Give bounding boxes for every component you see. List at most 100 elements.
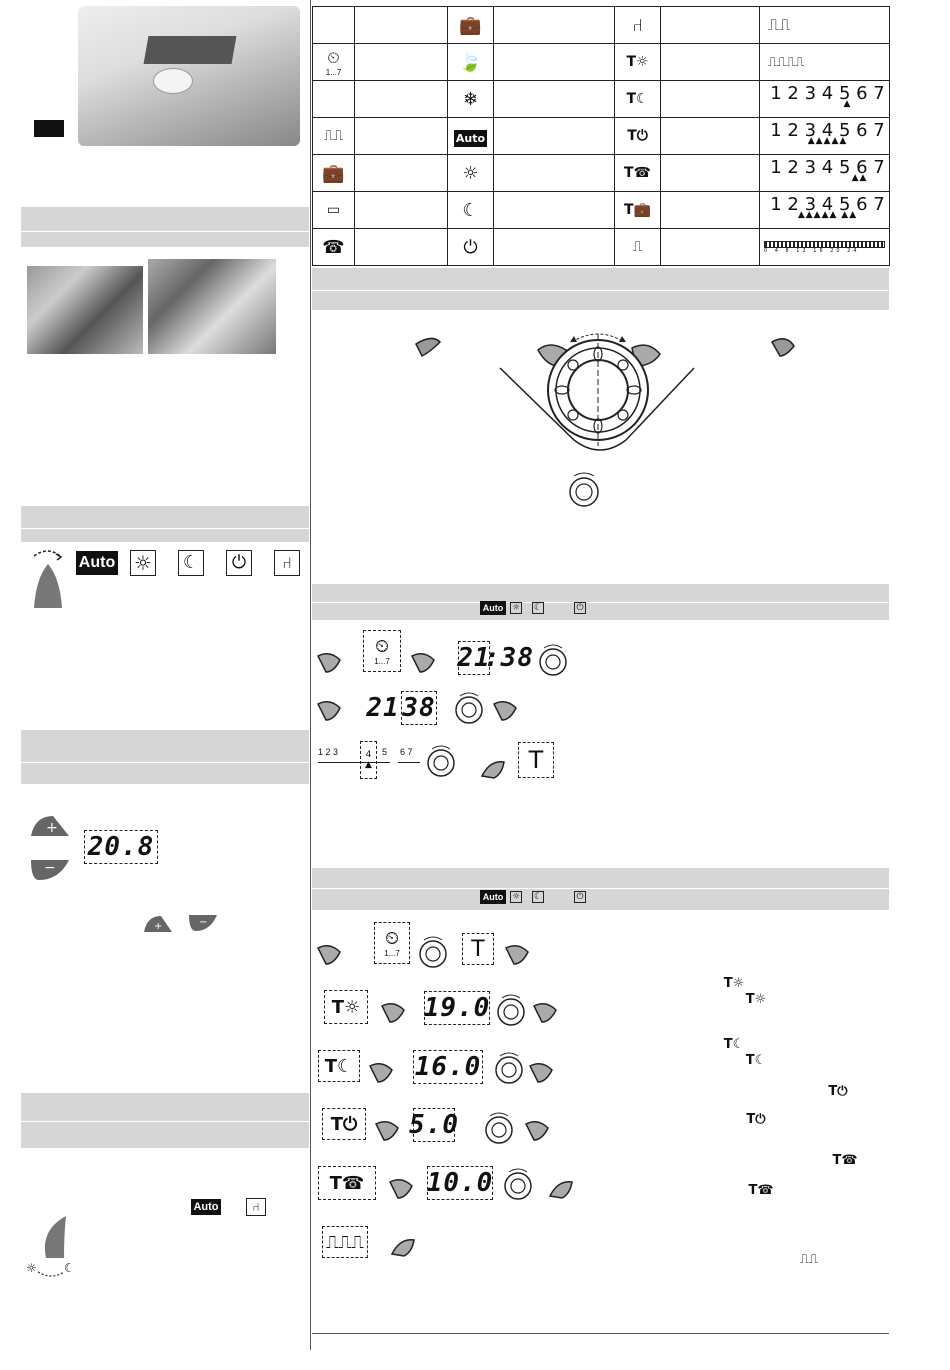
button-icon[interactable] bbox=[316, 652, 342, 674]
sun-icon: ☼ bbox=[510, 891, 522, 903]
button-icon[interactable] bbox=[390, 1236, 416, 1258]
rotary-dial-icon[interactable] bbox=[418, 934, 448, 968]
rotary-dial-icon[interactable] bbox=[454, 690, 484, 724]
auto-mode-icon: Auto bbox=[76, 551, 118, 575]
rotary-dial-icon[interactable] bbox=[426, 743, 456, 777]
table-cell bbox=[660, 117, 760, 155]
svg-text:☾: ☾ bbox=[64, 1261, 75, 1275]
button-icon[interactable] bbox=[480, 758, 506, 780]
t-moon-icon: T☾ bbox=[614, 80, 661, 118]
svg-text:−: − bbox=[44, 860, 56, 876]
standby-icon: ⏻ bbox=[226, 550, 252, 576]
table-cell bbox=[660, 191, 760, 229]
rotary-dial-icon[interactable] bbox=[484, 1110, 514, 1144]
rotary-dial-icon[interactable] bbox=[494, 1050, 524, 1084]
phone-temperature-display: 10.0 bbox=[426, 1166, 494, 1200]
snowflake-icon: ❄ bbox=[447, 80, 494, 118]
phone-icon: ☎ bbox=[312, 228, 355, 266]
standby-icon: ⏻ bbox=[574, 602, 586, 614]
hours-display: 21 bbox=[366, 693, 400, 723]
left-section-band-3 bbox=[21, 730, 309, 784]
table-cell bbox=[354, 117, 448, 155]
auto-icon: Auto bbox=[480, 601, 506, 615]
weekday-weekend-line bbox=[398, 762, 420, 763]
table-cell bbox=[660, 228, 760, 266]
table-cell bbox=[493, 228, 615, 266]
t-moon-icon: T☾ bbox=[723, 1036, 745, 1052]
button-icon[interactable] bbox=[316, 700, 342, 722]
minus-button-icon[interactable]: − bbox=[29, 858, 71, 882]
svg-text:☼: ☼ bbox=[26, 1261, 37, 1275]
small-plus-button-icon[interactable]: + bbox=[143, 915, 173, 933]
svg-text:+: + bbox=[154, 921, 162, 932]
svg-text:−: − bbox=[199, 917, 207, 928]
days-five-bar: 1 2 3 4 5 6 7▲▲▲▲▲ bbox=[759, 117, 890, 155]
t-phone-icon: T☎ bbox=[748, 1182, 774, 1198]
recliner-icon: ⑁ bbox=[614, 6, 661, 44]
button-icon[interactable] bbox=[368, 1062, 394, 1084]
table-cell bbox=[493, 43, 615, 81]
table-cell bbox=[660, 154, 760, 192]
t-moon-icon: T☾ bbox=[745, 1052, 767, 1068]
dial-diagram bbox=[415, 333, 795, 507]
t-phone-display: T☎ bbox=[318, 1166, 376, 1200]
svg-text:+: + bbox=[46, 820, 58, 836]
small-minus-button-icon[interactable]: − bbox=[188, 914, 218, 932]
rotary-dial-icon[interactable] bbox=[503, 1166, 533, 1200]
table-cell bbox=[354, 191, 448, 229]
rotary-dial-icon[interactable] bbox=[496, 992, 526, 1026]
days-weekend-bar: 1 2 3 4 5 6 7▲▲ bbox=[759, 154, 890, 192]
table-cell bbox=[354, 154, 448, 192]
clock-17-icon: ⏲1...7 bbox=[312, 43, 355, 81]
t-sun-display: T☼ bbox=[324, 990, 368, 1024]
standby-temperature-display: 5.0 bbox=[409, 1108, 459, 1142]
button-icon[interactable] bbox=[504, 944, 530, 966]
t-phone-icon: T☎ bbox=[832, 1152, 858, 1168]
t-phone-icon: T☎ bbox=[614, 154, 661, 192]
table-cell bbox=[493, 80, 615, 118]
hours-display-boxed: 21 bbox=[457, 641, 491, 675]
left-section-band-4 bbox=[21, 1093, 309, 1148]
table-cell bbox=[312, 6, 355, 44]
battery-icon: ▭ bbox=[312, 191, 355, 229]
left-button-icon bbox=[415, 337, 442, 358]
weekday-bar: 1 2 3 bbox=[318, 747, 339, 757]
button-icon[interactable] bbox=[410, 652, 436, 674]
mode-button-icon[interactable] bbox=[30, 548, 66, 612]
device-display bbox=[143, 36, 237, 64]
briefcase-icon: 💼 bbox=[447, 6, 494, 44]
table-cell bbox=[493, 6, 615, 44]
t-sun-icon: T☼ bbox=[614, 43, 661, 81]
dial-section-band bbox=[312, 268, 889, 310]
t-sun-icon: T☼ bbox=[745, 991, 767, 1007]
rotary-dial-icon[interactable] bbox=[538, 642, 568, 676]
temperature-mode-boxed: T bbox=[518, 742, 554, 778]
button-icon[interactable] bbox=[374, 1120, 400, 1142]
weekday-line bbox=[318, 762, 390, 763]
button-icon[interactable] bbox=[528, 1062, 554, 1084]
table-cell bbox=[354, 228, 448, 266]
moon-icon: ☾ bbox=[532, 602, 544, 614]
pulse-wide-icon: ⎍⎍ bbox=[759, 6, 890, 44]
t-standby-icon: T⏻ bbox=[746, 1111, 766, 1127]
moon-icon: ☾ bbox=[178, 550, 204, 576]
comfort-temperature-display: 19.0 bbox=[423, 991, 491, 1025]
weekday-weekend: 6 7 bbox=[400, 747, 413, 757]
button-icon[interactable] bbox=[316, 944, 342, 966]
button-icon[interactable] bbox=[492, 700, 518, 722]
pulse-single-icon: ⎍ bbox=[614, 228, 661, 266]
standby-icon: ⏻ bbox=[447, 228, 494, 266]
pulse-icon: ⎍⎍ bbox=[799, 1251, 819, 1267]
button-icon[interactable] bbox=[524, 1120, 550, 1142]
left-section-band-2 bbox=[21, 506, 309, 542]
button-icon[interactable] bbox=[548, 1178, 574, 1200]
button-icon[interactable] bbox=[388, 1178, 414, 1200]
presence-button-icon[interactable]: ☼ ☾ bbox=[26, 1214, 78, 1278]
black-marker bbox=[34, 120, 64, 137]
install-photo-1 bbox=[27, 266, 143, 354]
button-icon[interactable] bbox=[532, 1002, 558, 1024]
plus-button-icon[interactable]: + bbox=[29, 814, 71, 838]
device-photo bbox=[78, 6, 300, 146]
button-icon[interactable] bbox=[380, 1002, 406, 1024]
sun-icon: ☼ bbox=[447, 154, 494, 192]
